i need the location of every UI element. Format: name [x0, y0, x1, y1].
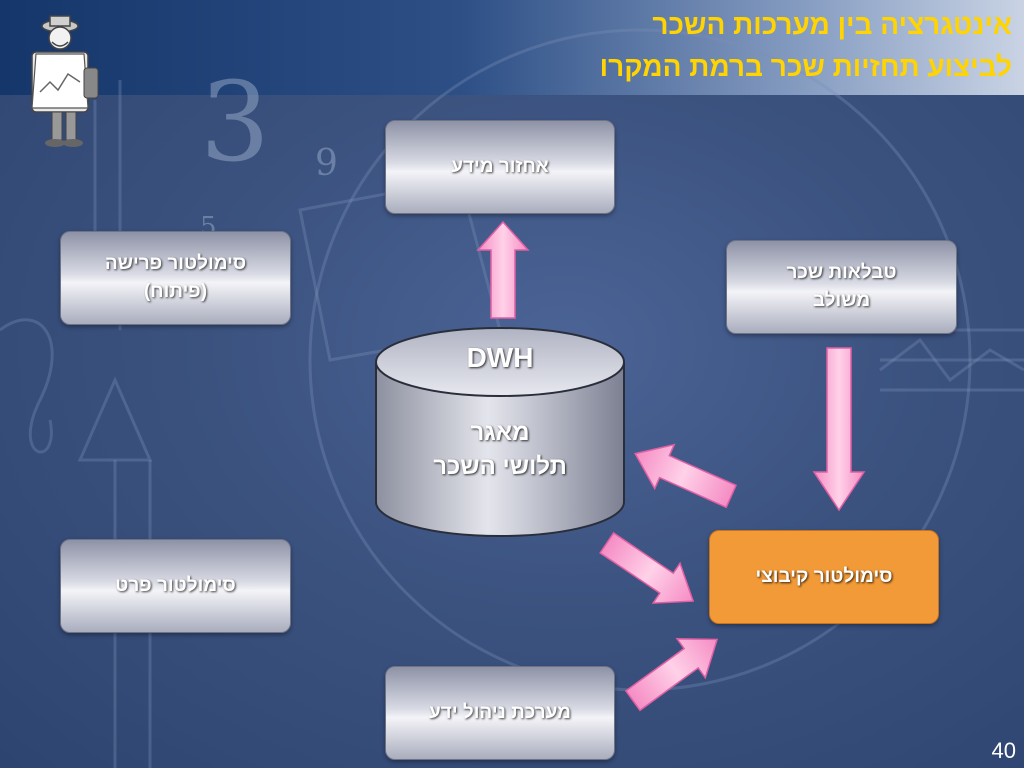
- page-number: 40: [991, 738, 1016, 763]
- arrow-pay-tables-to-collective-sim: [812, 347, 866, 512]
- node-integrated-pay-tables-line1: טבלאות שכר: [786, 262, 897, 283]
- arrow-dwh-to-info-retrieval: [476, 220, 530, 319]
- database-label-line1: מאגר: [470, 419, 530, 446]
- node-retirement-simulator: סימולטור פרישה (פיתוח): [60, 231, 291, 325]
- dwh-database-cylinder: [375, 327, 625, 537]
- node-private-simulator: סימולטור פרט: [60, 539, 291, 633]
- database-label-line2: תלושי השכר: [433, 453, 567, 480]
- node-knowledge-management-label: מערכת ניהול ידע: [429, 702, 571, 723]
- slide-title-line1: אינטגרציה בין מערכות השכר: [652, 9, 1012, 40]
- dwh-label: DWH: [466, 342, 534, 373]
- node-integrated-pay-tables-line2: משולב: [812, 290, 871, 311]
- node-collective-simulator-label: סימולטור קיבוצי: [755, 566, 893, 587]
- node-knowledge-management: מערכת ניהול ידע: [385, 666, 615, 760]
- node-collective-simulator: סימולטור קיבוצי: [709, 530, 939, 624]
- node-retirement-simulator-line2: (פיתוח): [143, 281, 208, 302]
- node-integrated-pay-tables: טבלאות שכר משולב: [726, 240, 957, 334]
- slide-title-line2: לביצוע תחזיות שכר ברמת המקרו: [599, 51, 1012, 82]
- slide-title: אינטגרציה בין מערכות השכר לביצוע תחזיות …: [600, 4, 1012, 88]
- node-private-simulator-label: סימולטור פרט: [115, 575, 236, 596]
- svg-text:3: 3: [200, 58, 270, 186]
- node-info-retrieval-label: אחזור מידע: [451, 156, 549, 177]
- node-retirement-simulator-line1: סימולטור פרישה: [104, 253, 247, 274]
- man-with-map-clipart: [31, 15, 99, 147]
- title-bar: [0, 0, 1024, 95]
- node-info-retrieval: אחזור מידע: [385, 120, 615, 214]
- arrow-collective-sim-to-dwh: [634, 443, 737, 509]
- database-description: מאגר תלושי השכר: [370, 416, 630, 484]
- svg-text:9: 9: [315, 143, 338, 184]
- arrow-dwh-to-collective-sim: [599, 531, 695, 604]
- arrow-knowledge-mgmt-to-collective-sim: [624, 638, 719, 712]
